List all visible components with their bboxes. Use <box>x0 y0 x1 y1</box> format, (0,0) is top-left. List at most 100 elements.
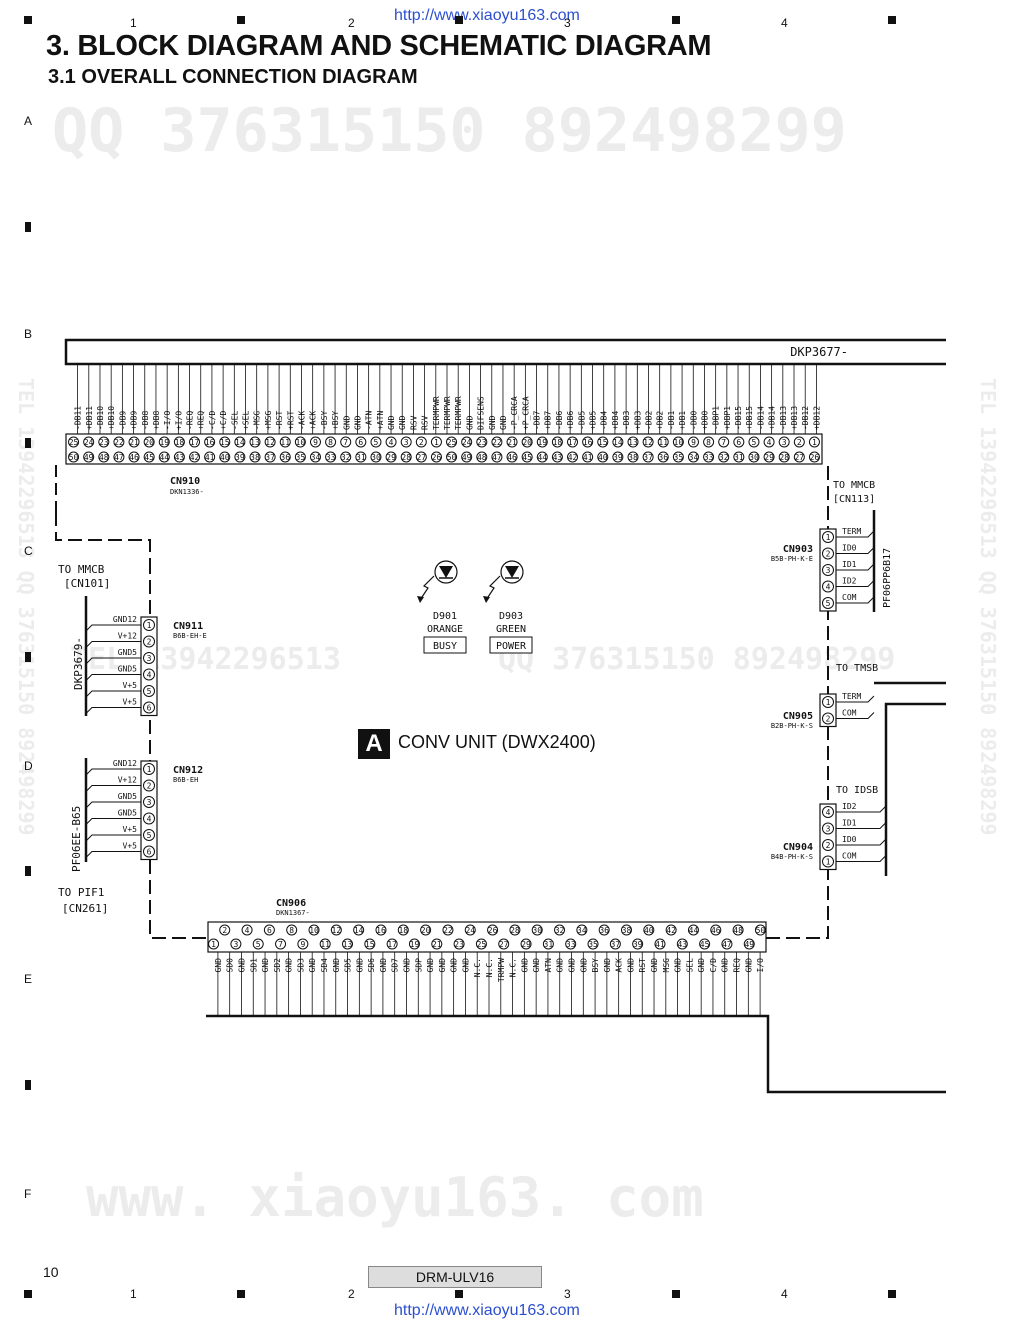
cn912-destination-ref: [CN261] <box>62 902 108 915</box>
pin-circle <box>279 436 291 448</box>
pin-number: 3 <box>147 654 152 663</box>
pin-number: 15 <box>220 438 230 447</box>
pin-circle <box>204 436 216 448</box>
pin-circle <box>113 436 125 448</box>
pin-number: 44 <box>689 926 699 935</box>
led-diode-symbol <box>505 566 519 578</box>
signal-wire <box>836 695 875 703</box>
cn910-signal-label: -DB13 <box>779 406 788 430</box>
cn903-name: CN903 <box>783 544 813 555</box>
grid-row-label: E <box>24 972 33 986</box>
pin-number: 3 <box>782 438 787 447</box>
pin-number: 10 <box>674 438 684 447</box>
arrow-head <box>417 596 424 603</box>
pin-circle <box>612 451 624 463</box>
watermark-qq: QQ 376315150 892498299 <box>52 96 847 166</box>
pin-number: 4 <box>245 926 250 935</box>
cn910-signal-label: -SEL <box>230 411 239 430</box>
pin-circle <box>822 564 834 576</box>
pin-circle <box>554 924 566 936</box>
pin-number: 32 <box>555 926 565 935</box>
pin-circle <box>642 451 654 463</box>
pin-circle <box>208 938 220 950</box>
pin-number: 8 <box>328 438 333 447</box>
cn910-signal-label: +DB10 <box>107 406 116 430</box>
cn903-part: B5B-PH-K-E <box>771 555 813 563</box>
pin-number: 43 <box>175 453 185 462</box>
pin-circle <box>822 855 834 868</box>
cn910-signal-label: GND <box>488 415 497 430</box>
cn910-signal-label: -REQ <box>186 411 195 430</box>
pin-number: 26 <box>432 453 442 462</box>
cn906-signal-label: GND <box>603 958 612 973</box>
pin-circle <box>219 451 231 463</box>
signal-wire <box>836 805 887 813</box>
pin-number: 6 <box>147 704 152 713</box>
cn906-signal-label: SD5 <box>344 958 353 973</box>
cn910-signal-label: -RST <box>275 411 284 430</box>
pin-circle <box>385 451 397 463</box>
pin-number: 21 <box>129 438 139 447</box>
pin-number: 21 <box>432 940 442 949</box>
pin-number: 49 <box>462 453 472 462</box>
pin-number: 29 <box>764 453 774 462</box>
pin-circle <box>597 451 609 463</box>
cn906-signal-label: C/D <box>709 958 718 973</box>
pin-number: 46 <box>507 453 517 462</box>
source-url-bottom[interactable]: http://www.xiaoyu163.com <box>394 1302 580 1319</box>
cn905-signal-label: COM <box>842 709 857 718</box>
pin-circle <box>733 451 745 463</box>
signal-wire <box>836 596 875 604</box>
cn906-signal-label: MSG <box>662 958 671 973</box>
cn904-connector <box>819 803 837 871</box>
grid-mark <box>237 1290 245 1298</box>
signal-wire <box>836 712 875 719</box>
grid-row-label: D <box>24 759 33 773</box>
cn910-signal-label: +DB5 <box>589 411 598 430</box>
pin-circle <box>621 924 632 936</box>
arrow-head <box>483 596 490 603</box>
pin-circle <box>68 436 80 448</box>
pin-number: 46 <box>129 453 139 462</box>
cn910-signal-label: -ATN <box>365 411 374 430</box>
source-url-top[interactable]: http://www.xiaoyu163.com <box>394 7 580 24</box>
pin-circle <box>275 938 287 950</box>
cn910-signal-label: +MSG <box>264 411 273 430</box>
pin-circle <box>415 436 427 448</box>
pin-circle <box>506 436 518 448</box>
pin-circle <box>687 451 699 463</box>
cn910-signal-label: +ATN <box>376 411 385 430</box>
pin-number: 34 <box>577 926 587 935</box>
cn904-signal-label: ID2 <box>842 802 857 811</box>
pin-circle <box>143 829 155 841</box>
pin-number: 2 <box>797 438 802 447</box>
pin-number: 16 <box>205 438 215 447</box>
pin-number: 1 <box>812 438 817 447</box>
cn910-signal-label: +REQ <box>197 411 206 430</box>
pin-number: 14 <box>354 926 364 935</box>
cn912-signal-label: V+5 <box>123 825 138 834</box>
led-function-label: BUSY <box>433 641 457 652</box>
cn906-signal-label: SD0 <box>226 958 235 973</box>
pin-circle <box>748 436 760 448</box>
pin-number: 2 <box>826 715 831 724</box>
pin-number: 14 <box>613 438 623 447</box>
pin-circle <box>355 451 367 463</box>
pin-number: 30 <box>371 453 381 462</box>
cn910-signal-label: +DB1 <box>678 411 687 430</box>
pin-number: 40 <box>220 453 230 462</box>
cn904-part: B4B-PH-K-S <box>771 853 813 861</box>
cn906-signal-label: TRMPW <box>497 958 506 982</box>
pin-number: 47 <box>492 453 502 462</box>
pin-circle <box>609 938 621 950</box>
pin-number: 22 <box>492 438 502 447</box>
cn910-signal-label: GND <box>398 415 407 430</box>
cn910-signal-label: -I/O <box>163 411 172 430</box>
cn906-signal-label: ATN <box>544 958 553 973</box>
pin-circle <box>778 451 790 463</box>
pin-number: 25 <box>69 438 79 447</box>
cn910-signal-label: -DB14 <box>756 406 765 430</box>
pin-circle <box>632 938 644 950</box>
pin-number: 31 <box>544 940 554 949</box>
